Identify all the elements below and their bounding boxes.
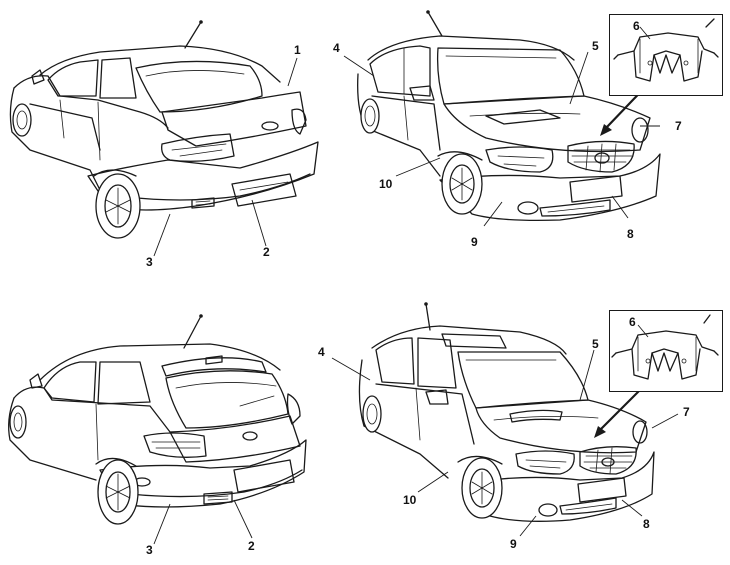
sedan-front-view	[357, 10, 661, 222]
leader-lines	[153, 51, 679, 545]
callout-9: 9	[510, 537, 517, 551]
callout-1: 1	[294, 43, 301, 57]
callout-8: 8	[627, 227, 634, 241]
hatch-front-view	[358, 302, 655, 522]
callout-6: 6	[633, 19, 640, 33]
callout-7: 7	[683, 405, 690, 419]
radiator-support-inset-sedan	[609, 14, 723, 96]
callout-4: 4	[333, 41, 340, 55]
radiator-support-icon	[611, 314, 719, 380]
callout-2: 2	[263, 245, 270, 259]
callout-10: 10	[403, 493, 417, 507]
hatch-rear-view	[8, 314, 307, 525]
callout-3: 3	[146, 255, 153, 269]
radiator-support-inset-hatch	[609, 310, 723, 392]
sedan-rear-view	[9, 20, 319, 239]
callout-2: 2	[248, 539, 255, 553]
callout-10: 10	[379, 177, 393, 191]
callout-3: 3	[146, 543, 153, 557]
callout-5: 5	[592, 337, 599, 351]
callout-4: 4	[318, 345, 325, 359]
callout-7: 7	[675, 119, 682, 133]
callout-9: 9	[471, 235, 478, 249]
callout-6: 6	[629, 315, 636, 329]
radiator-support-icon	[613, 18, 719, 82]
callout-5: 5	[592, 39, 599, 53]
callout-8: 8	[643, 517, 650, 531]
